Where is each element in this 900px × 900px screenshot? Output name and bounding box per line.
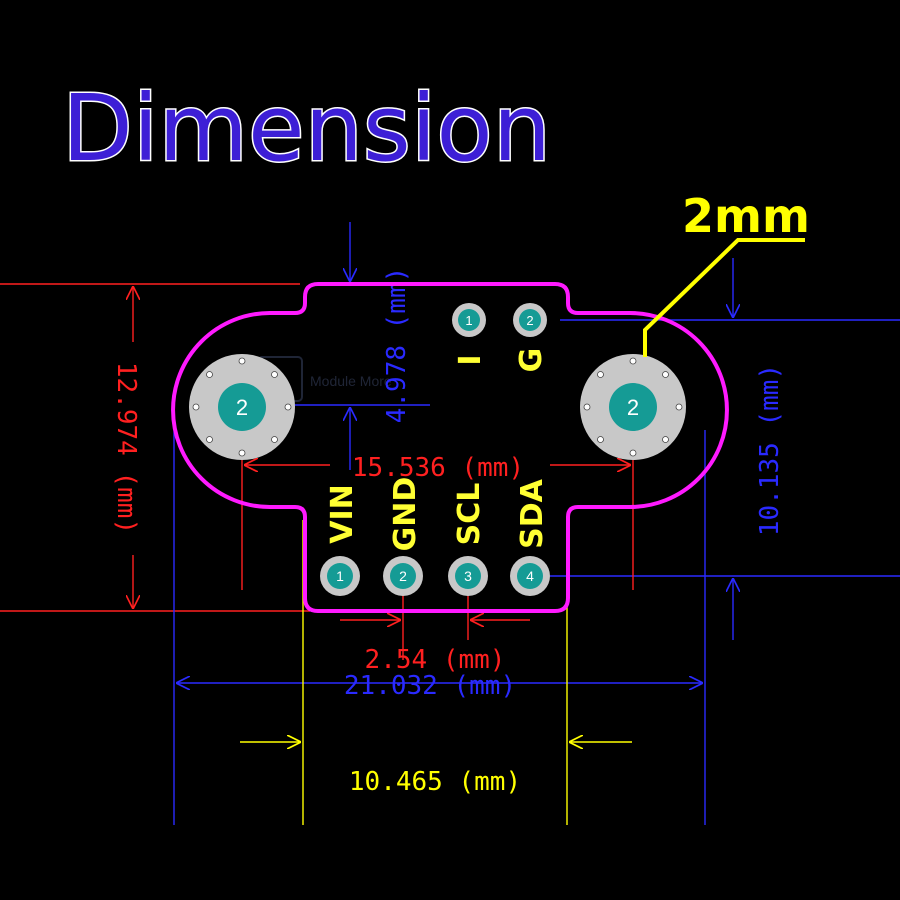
mount-hole-left-vias (192, 357, 292, 457)
dim-total-width (173, 420, 706, 825)
dim-right-height-label: 10.135 (mm) (755, 364, 785, 536)
mount-hole-right: 2 (580, 354, 686, 460)
bottom-pad-1-num: 1 (336, 568, 344, 584)
board-outline (171, 282, 729, 613)
dim-height-label: 12.974 (mm) (111, 362, 141, 534)
dim-right-height (550, 258, 900, 640)
mount-hole-right-drill (609, 383, 657, 431)
dim-total-width-label: 21.032 (mm) (344, 671, 516, 701)
dim-hole-spacing-label: 15.536 (mm) (352, 453, 524, 483)
dim-body-width-label: 10.465 (mm) (349, 767, 521, 797)
bottom-pad-4-num: 4 (526, 568, 534, 584)
bottom-pad-2-num: 2 (399, 568, 407, 584)
top-pad-2-num: 2 (526, 313, 533, 328)
dim-hole-spacing (241, 440, 634, 590)
page-title: Dimension (62, 75, 551, 182)
top-pad-1: 1 (452, 303, 486, 337)
top-pad-2: 2 (513, 303, 547, 337)
dim-top-offset-label: 4.978 (mm) (382, 267, 412, 424)
dim-height (0, 283, 310, 612)
label-top-left: I (453, 354, 488, 365)
label-top-right: G (514, 348, 549, 373)
dim-pin-pitch-label: 2.54 (mm) (365, 645, 506, 675)
top-pad-1-num: 1 (465, 313, 472, 328)
bottom-pad-3-num: 3 (464, 568, 472, 584)
dim-pin-pitch (340, 595, 530, 660)
label-pin-sda: SDA (515, 478, 550, 549)
mount-hole-right-vias (583, 357, 683, 457)
mount-hole-right-num: 2 (627, 395, 639, 420)
bottom-pad-4: 4 (510, 556, 550, 596)
mount-hole-left: 2 (189, 354, 295, 460)
bottom-pad-2: 2 (383, 556, 423, 596)
watermark-text: Module More (310, 373, 392, 389)
mount-hole-left-num: 2 (236, 395, 248, 420)
label-pin-vin: VIN (325, 484, 360, 544)
callout-2mm-label: 2mm (682, 189, 810, 243)
bottom-pad-1: 1 (320, 556, 360, 596)
label-pin-gnd: GND (388, 477, 423, 552)
callout-2mm (643, 238, 805, 357)
bottom-pad-3: 3 (448, 556, 488, 596)
callout-leader (643, 238, 805, 357)
mount-hole-left-drill (218, 383, 266, 431)
label-pin-scl: SCL (452, 483, 487, 546)
